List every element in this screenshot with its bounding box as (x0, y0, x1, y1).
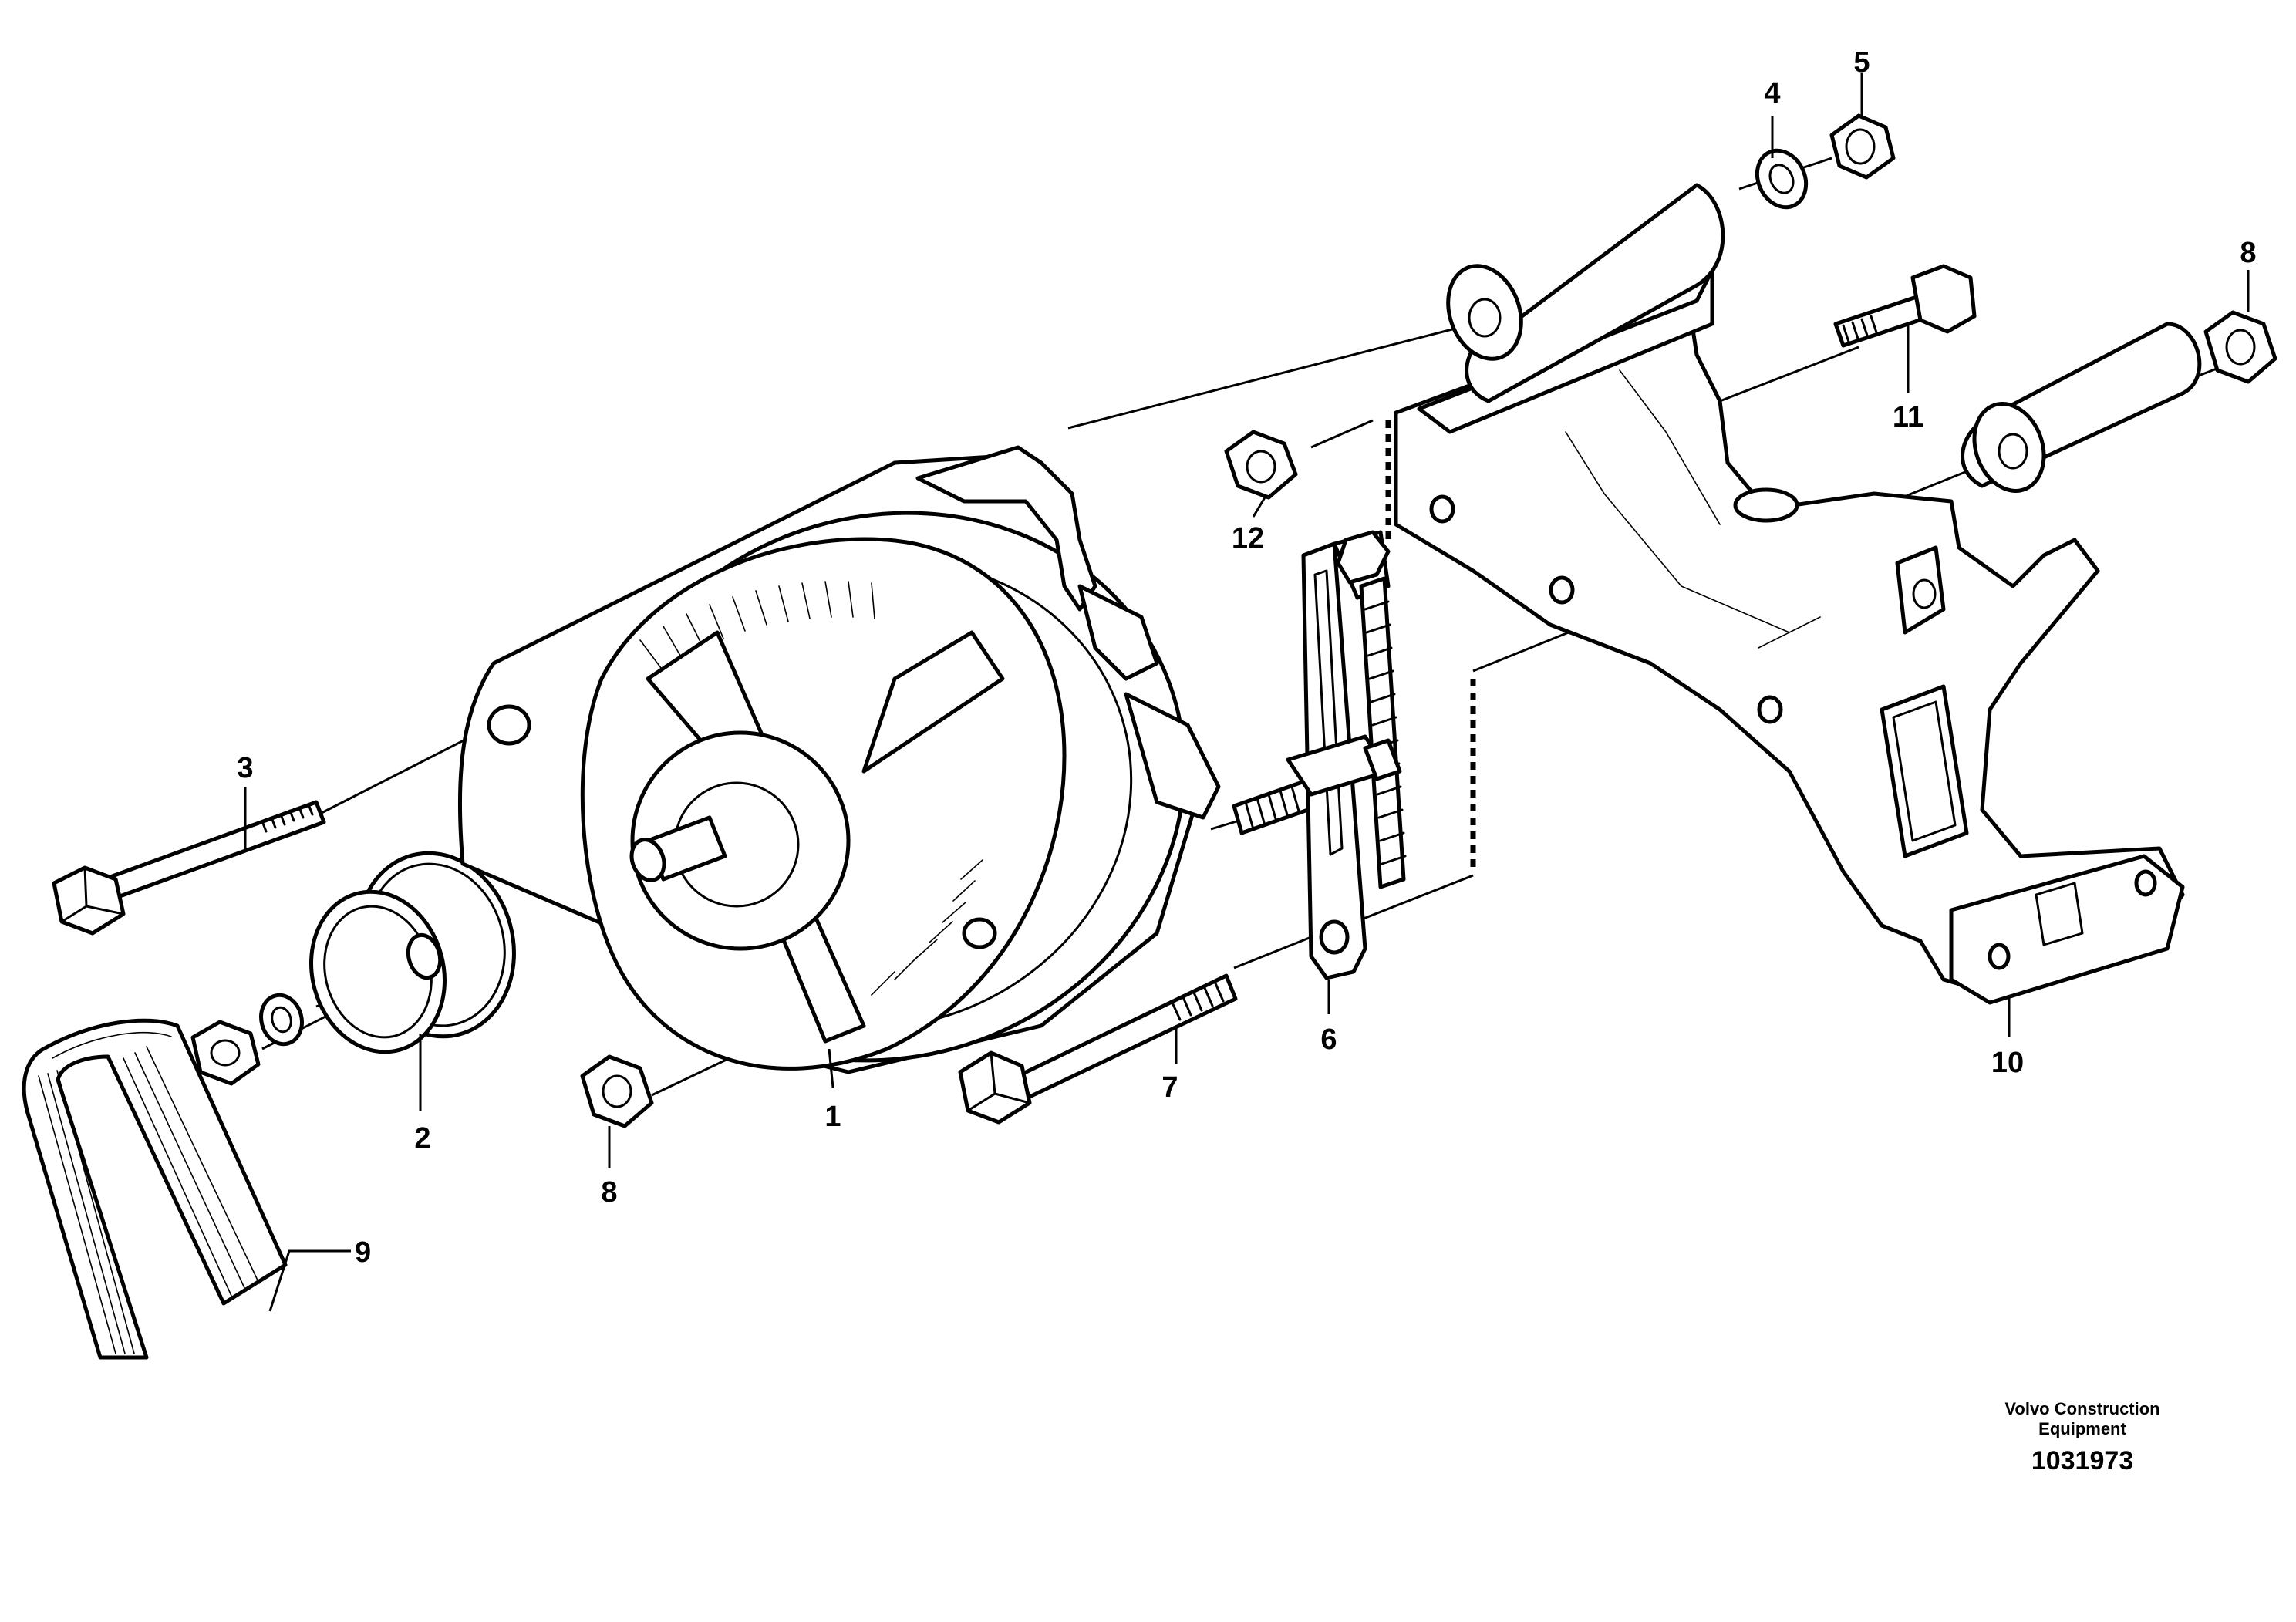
dashed-guides (1385, 420, 1476, 872)
nut-8-front (580, 1054, 654, 1128)
callout-5: 5 (1853, 46, 1870, 79)
drawing-credit: Volvo Construction Equipment 1031973 (2004, 1399, 2159, 1475)
callout-numbers: 1 2 3 4 5 6 7 8 8 9 10 11 12 (237, 46, 2256, 1269)
callout-leaders (244, 73, 2250, 1312)
credit-line-1: Volvo Construction (2004, 1399, 2159, 1418)
callout-3: 3 (237, 752, 253, 784)
bolt-11 (1833, 264, 1977, 348)
callout-7: 7 (1161, 1071, 1178, 1104)
bolt-3 (52, 800, 326, 936)
callout-1: 1 (824, 1101, 841, 1133)
credit-line-2: Equipment (2038, 1419, 2126, 1438)
v-belt (22, 1018, 288, 1360)
mounting-bracket-10 (1394, 183, 2202, 1005)
callout-6: 6 (1320, 1023, 1337, 1056)
nut-12 (1224, 430, 1298, 500)
callout-10: 10 (1991, 1047, 2024, 1079)
drawing-number: 1031973 (2031, 1446, 2133, 1475)
nut-5 (1829, 113, 1896, 180)
callout-11: 11 (1893, 401, 1923, 433)
pulley-nut-and-washer (190, 993, 304, 1086)
callout-12: 12 (1232, 522, 1264, 555)
callout-4: 4 (1764, 77, 1780, 110)
pulley-2 (309, 851, 516, 1054)
callout-8-top: 8 (2240, 237, 2256, 269)
bolt-7 (958, 973, 1238, 1125)
tensioner-bracket-6 (1286, 530, 1407, 980)
callout-8-front: 8 (601, 1176, 617, 1209)
callout-2: 2 (414, 1122, 430, 1155)
nut-8-top (2203, 310, 2277, 384)
washer-4 (1755, 148, 1809, 210)
alternator (457, 445, 1321, 1074)
callout-9: 9 (355, 1236, 371, 1269)
